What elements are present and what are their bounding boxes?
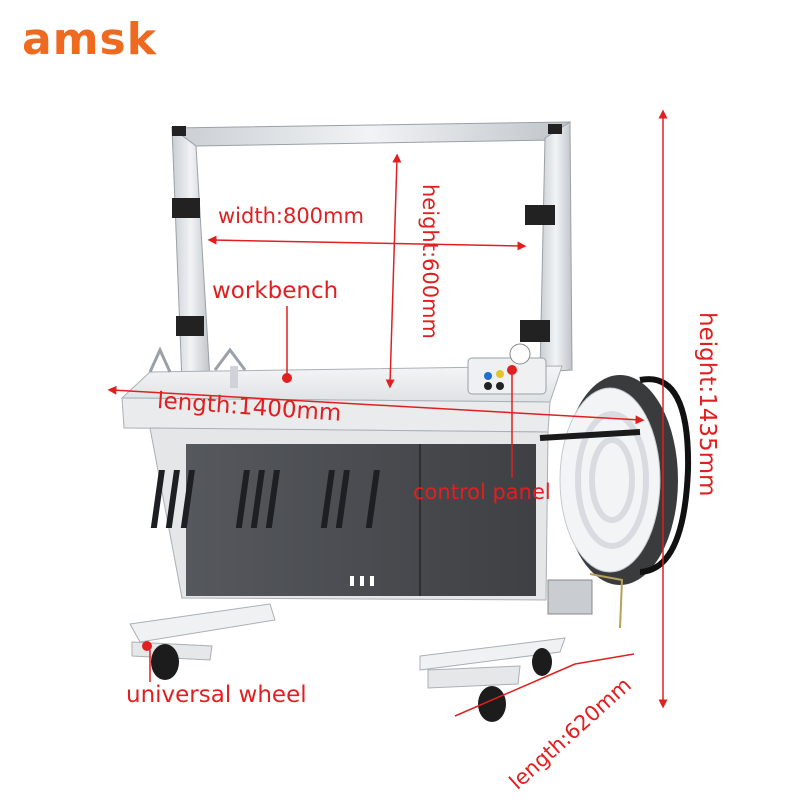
workbench-dot [282,373,292,383]
control-panel-label: control panel [413,480,551,504]
wheel [532,648,552,676]
bracket [172,198,200,218]
base-legs [129,603,566,689]
cabinet [149,427,549,601]
overall-height-label: height:1435mm [694,312,720,497]
wheel [151,644,179,680]
control-panel-box [467,357,547,395]
width-label: width:800mm [218,204,364,228]
universal-wheels [151,644,552,722]
inner-height-dimension-line [385,153,402,389]
cabinet-door [186,444,536,596]
inner-height-label: height:600mm [418,184,442,340]
universal-wheel-dot [142,641,152,651]
width-dimension-line [207,235,527,251]
wheel [478,686,506,722]
workbench-label: workbench [212,278,339,304]
length-1400-dimension-line [107,385,645,425]
arch-frame [170,121,573,383]
control-panel-dot [507,365,517,375]
bracket [176,316,204,336]
universal-wheel-label: universal wheel [126,682,307,708]
bracket [520,320,550,342]
brand-logo: amsk [22,14,157,65]
strap-reel [539,375,692,629]
length-620-dimension-line [454,663,576,717]
bracket [525,205,555,225]
callouts [142,306,517,682]
dimension-lines [107,109,668,717]
